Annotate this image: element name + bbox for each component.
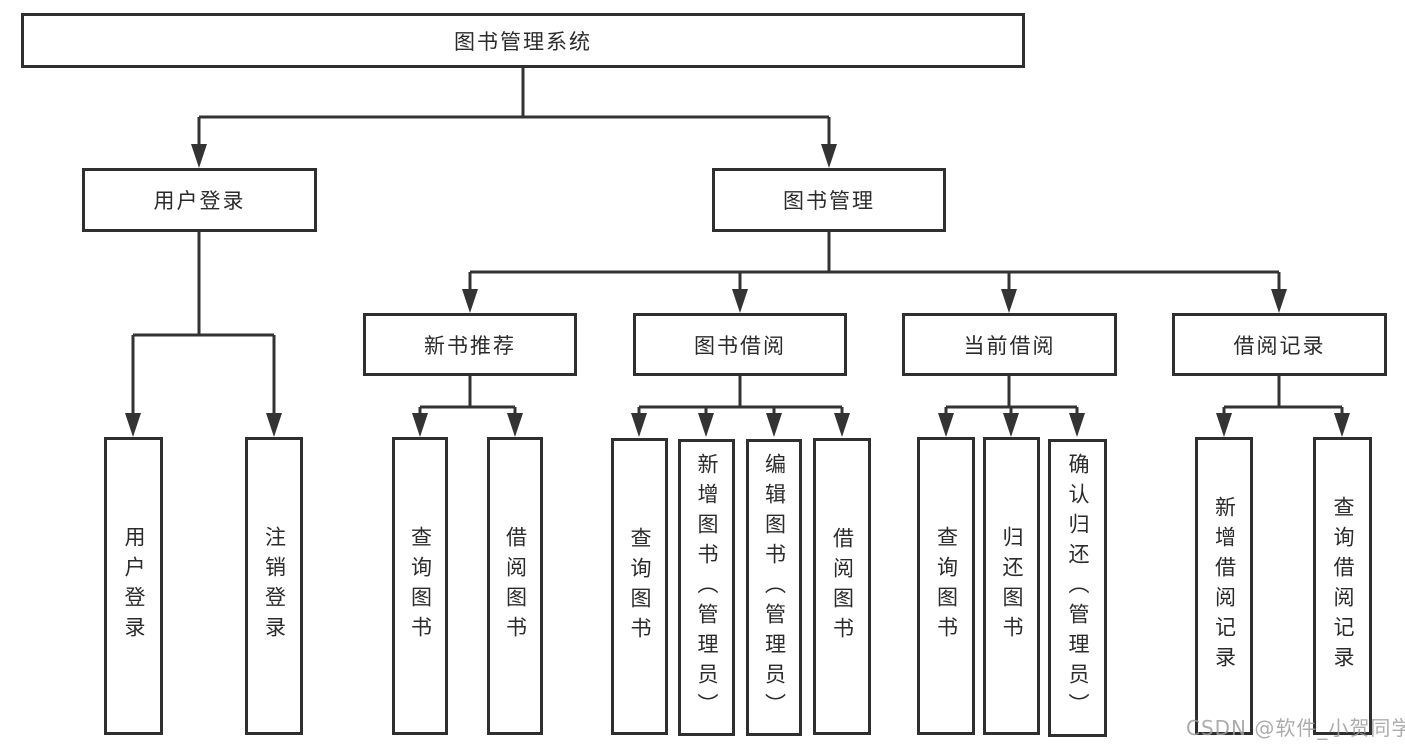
leaf-borrow-books-b-label: 借阅图书 <box>830 526 855 647</box>
node-new-book-recommend: 新书推荐 <box>363 313 577 376</box>
leaf-borrow-books-b: 借阅图书 <box>813 438 871 735</box>
leaf-borrow-books-a: 借阅图书 <box>487 437 543 735</box>
leaf-query-books-c-label: 查询图书 <box>934 526 959 646</box>
node-book-borrowing: 图书借阅 <box>633 313 847 376</box>
leaf-confirm-return-admin-label: 确认归还（管理员） <box>1066 453 1090 723</box>
leaf-return-books: 归还图书 <box>983 437 1040 735</box>
node-new-book-recommend-label: 新书推荐 <box>424 333 516 358</box>
leaf-query-books-c: 查询图书 <box>917 437 975 735</box>
leaf-query-books-b: 查询图书 <box>611 438 668 735</box>
node-root-label: 图书管理系统 <box>454 29 592 54</box>
leaf-edit-book-admin: 编辑图书（管理员） <box>746 439 802 736</box>
leaf-borrow-books-a-label: 借阅图书 <box>503 526 528 646</box>
node-current-borrowing-label: 当前借阅 <box>963 333 1056 358</box>
leaf-add-borrow-record-label: 新增借阅记录 <box>1212 496 1237 676</box>
node-current-borrowing: 当前借阅 <box>902 313 1117 376</box>
node-user-login: 用户登录 <box>82 168 317 232</box>
node-root: 图书管理系统 <box>21 13 1025 68</box>
node-book-management: 图书管理 <box>712 168 946 232</box>
leaf-add-borrow-record: 新增借阅记录 <box>1195 437 1253 735</box>
node-borrowing-records-label: 借阅记录 <box>1233 333 1326 358</box>
node-book-management-label: 图书管理 <box>783 189 875 213</box>
leaf-logout-label: 注销登录 <box>262 526 287 646</box>
leaf-add-book-admin: 新增图书（管理员） <box>678 439 735 736</box>
node-borrowing-records: 借阅记录 <box>1172 313 1387 376</box>
node-user-login-label: 用户登录 <box>153 189 246 213</box>
leaf-query-books-a-label: 查询图书 <box>408 526 433 646</box>
leaf-query-borrow-record: 查询借阅记录 <box>1313 437 1372 735</box>
node-book-borrowing-label: 图书借阅 <box>694 333 786 358</box>
leaf-user-login-label: 用户登录 <box>122 526 146 646</box>
tree-edges <box>131 68 1344 415</box>
leaf-query-borrow-record-label: 查询借阅记录 <box>1331 496 1355 676</box>
leaf-query-books-a: 查询图书 <box>392 437 448 735</box>
leaf-add-book-admin-label: 新增图书（管理员） <box>695 452 719 723</box>
leaf-confirm-return-admin: 确认归还（管理员） <box>1048 439 1107 737</box>
leaf-user-login: 用户登录 <box>104 437 163 735</box>
leaf-edit-book-admin-label: 编辑图书（管理员） <box>762 452 787 723</box>
leaf-logout: 注销登录 <box>245 437 303 735</box>
leaf-query-books-b-label: 查询图书 <box>628 526 652 647</box>
leaf-return-books-label: 归还图书 <box>1000 526 1024 646</box>
